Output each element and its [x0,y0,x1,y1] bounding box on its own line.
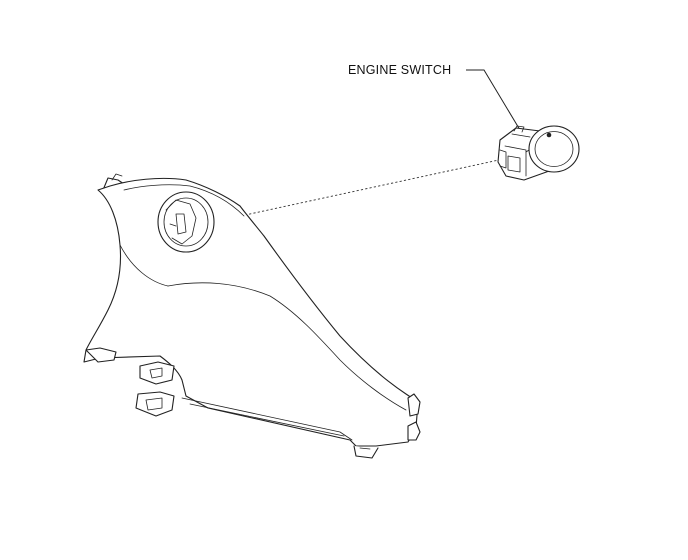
installation-alignment-line [175,157,509,231]
engine-switch-part [497,125,580,181]
engine-switch-leader-line [466,69,521,131]
indicator-dot [546,132,552,138]
engine-switch-label: ENGINE SWITCH [348,63,451,77]
instrument-panel-cover-part [83,173,421,459]
